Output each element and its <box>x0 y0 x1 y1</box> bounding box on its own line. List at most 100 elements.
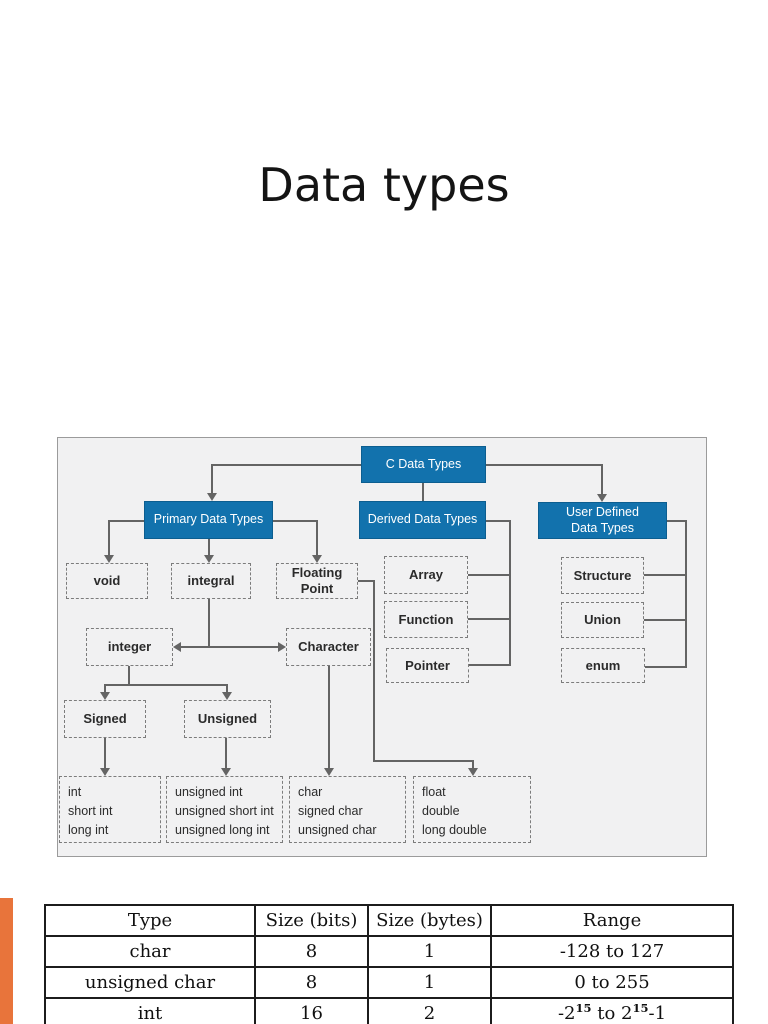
node-user-defined-data-types: User Defined Data Types <box>538 502 667 539</box>
connector-line <box>128 666 130 686</box>
table-cell: 8 <box>254 935 369 968</box>
connector-line <box>108 520 146 522</box>
node-unsigned: Unsigned <box>184 700 271 738</box>
table-header-cell: Type <box>44 904 256 937</box>
leaf-line: int <box>68 785 82 799</box>
node-function: Function <box>384 601 468 638</box>
table-cell: char <box>44 935 256 968</box>
arrowhead-down-icon <box>222 692 232 700</box>
leaf-line: unsigned char <box>298 822 377 837</box>
connector-line <box>208 539 210 556</box>
connector-line <box>373 760 474 762</box>
arrowhead-right-icon <box>278 642 286 652</box>
node-floating-point: Floating Point <box>276 563 358 599</box>
leaf-line: double <box>422 803 460 818</box>
node-float-list: float double long double <box>413 776 531 843</box>
connector-line <box>104 684 228 686</box>
leaf-line: char <box>298 785 323 799</box>
node-char-list: char signed char unsigned char <box>289 776 406 843</box>
node-pointer: Pointer <box>386 648 469 683</box>
leaf-line: float <box>422 785 446 799</box>
node-primary-data-types: Primary Data Types <box>144 501 273 539</box>
page-title: Data types <box>258 158 510 212</box>
table-cell: -128 to 127 <box>490 935 734 968</box>
leaf-line: long double <box>422 822 487 837</box>
connector-line <box>108 520 110 556</box>
connector-line <box>104 684 106 693</box>
arrowhead-down-icon <box>207 493 217 501</box>
arrowhead-down-icon <box>100 768 110 776</box>
connector-line <box>208 599 210 647</box>
connector-line <box>486 520 511 522</box>
arrowhead-down-icon <box>221 768 231 776</box>
leaf-line: unsigned long int <box>175 822 270 837</box>
arrowhead-down-icon <box>312 555 322 563</box>
arrowhead-down-icon <box>104 555 114 563</box>
arrowhead-down-icon <box>324 768 334 776</box>
connector-line <box>644 574 687 576</box>
node-derived-data-types: Derived Data Types <box>359 501 486 539</box>
connector-line <box>685 520 687 668</box>
connector-line <box>358 580 375 582</box>
connector-line <box>211 464 363 466</box>
node-signed: Signed <box>64 700 146 738</box>
connector-line <box>644 619 687 621</box>
connector-line <box>226 684 228 693</box>
arrowhead-down-icon <box>100 692 110 700</box>
node-character: Character <box>286 628 371 666</box>
arrowhead-down-icon <box>468 768 478 776</box>
connector-line <box>271 520 317 522</box>
connector-line <box>509 520 511 666</box>
connector-line <box>645 666 687 668</box>
arrowhead-down-icon <box>204 555 214 563</box>
node-array: Array <box>384 556 468 594</box>
text-part: to 2 <box>591 1003 633 1024</box>
connector-line <box>472 760 474 769</box>
superscript: 15 <box>632 1001 649 1015</box>
table-cell: unsigned char <box>44 966 256 999</box>
table-cell: int <box>44 997 256 1024</box>
connector-line <box>667 520 687 522</box>
accent-bar <box>0 898 13 1024</box>
table-cell: 1 <box>367 935 492 968</box>
connector-line <box>486 464 603 466</box>
node-union: Union <box>561 602 644 638</box>
node-unsigned-int-list: unsigned int unsigned short int unsigned l… <box>166 776 283 843</box>
connector-line <box>328 666 330 769</box>
arrowhead-down-icon <box>597 494 607 502</box>
table-header-cell: Size (bytes) <box>367 904 492 937</box>
table-cell: 8 <box>254 966 369 999</box>
node-void: void <box>66 563 148 599</box>
leaf-line: unsigned int <box>175 785 243 799</box>
text-part: -1 <box>648 1003 667 1024</box>
table-header-cell: Size (bits) <box>254 904 369 937</box>
leaf-line: unsigned short int <box>175 803 274 818</box>
connector-line <box>469 664 511 666</box>
leaf-line: long int <box>68 822 109 837</box>
connector-line <box>225 738 227 769</box>
table-header-cell: Range <box>490 904 734 937</box>
superscript: 15 <box>575 1001 592 1015</box>
leaf-line: signed char <box>298 803 363 818</box>
arrowhead-left-icon <box>173 642 181 652</box>
node-enum: enum <box>561 648 645 683</box>
node-integer: integer <box>86 628 173 666</box>
table-cell: 2 <box>367 997 492 1024</box>
node-structure: Structure <box>561 557 644 594</box>
connector-line <box>104 738 106 769</box>
connector-line <box>316 520 318 556</box>
table-cell: 1 <box>367 966 492 999</box>
table-cell: 16 <box>254 997 369 1024</box>
node-integral: integral <box>171 563 251 599</box>
table-cell: 0 to 255 <box>490 966 734 999</box>
